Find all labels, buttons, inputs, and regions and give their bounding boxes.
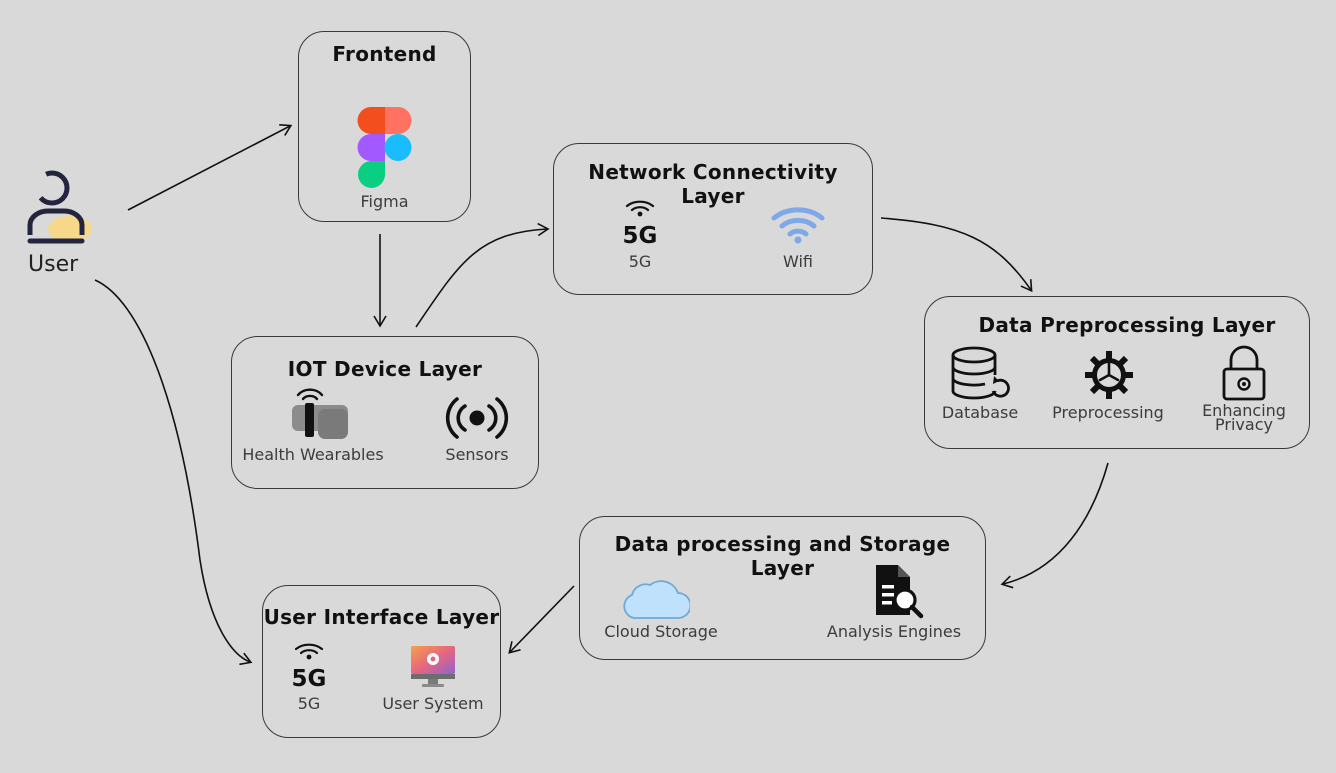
- frontend-title: Frontend: [332, 42, 437, 66]
- figma-label: Figma: [360, 192, 409, 211]
- arrow-user-to-ui: [94, 279, 253, 666]
- monitor-icon: [409, 644, 457, 688]
- arrow-iot-to-network: [415, 222, 550, 328]
- storage-title: Data processing and Storage Layer: [614, 532, 951, 580]
- analysis-engines-label: Analysis Engines: [826, 622, 962, 641]
- database-icon: [949, 345, 1013, 403]
- wifi-icon: [770, 204, 826, 244]
- 5g-icon: 5G: [620, 193, 660, 249]
- sensor-icon: [444, 395, 510, 441]
- frontend-box: Frontend Figma: [298, 31, 471, 222]
- sensors-label: Sensors: [445, 445, 509, 464]
- user-label: User: [28, 252, 79, 277]
- iot-box: IOT Device Layer Health Wearables: [231, 336, 539, 489]
- analysis-icon: [872, 563, 924, 619]
- arrow-preprocessing-to-storage: [1000, 462, 1109, 589]
- user-system-label: User System: [382, 694, 484, 713]
- storage-box: Data processing and Storage Layer Cloud …: [579, 516, 986, 660]
- preprocessing-title: Data Preprocessing Layer: [978, 313, 1276, 337]
- preprocessing-label: Preprocessing: [1052, 403, 1164, 422]
- 5g-icon: 5G: [289, 636, 329, 692]
- iot-title: IOT Device Layer: [287, 357, 483, 381]
- preprocessing-box: Data Preprocessing Layer Database: [924, 296, 1310, 449]
- database-label: Database: [941, 403, 1019, 422]
- 5g-label: 5G: [628, 252, 652, 271]
- health-wearable-icon: [290, 385, 352, 441]
- gear-icon: [1083, 349, 1135, 401]
- arrow-user-to-frontend: [127, 124, 293, 211]
- 5g-label: 5G: [297, 694, 321, 713]
- svg-text:5G: 5G: [623, 223, 658, 245]
- wifi-label: Wifi: [783, 252, 813, 271]
- user-interface-title: User Interface Layer: [263, 605, 500, 629]
- cloud-storage-label: Cloud Storage: [604, 622, 718, 641]
- privacy-label: Privacy: [1215, 415, 1273, 434]
- network-title: Network Connectivity Layer: [588, 160, 838, 208]
- svg-text:5G: 5G: [292, 666, 327, 688]
- health-wearables-label: Health Wearables: [242, 445, 384, 464]
- cloud-icon: [620, 575, 692, 621]
- arrow-network-to-preprocessing: [880, 217, 1033, 293]
- user-icon: [22, 165, 92, 249]
- user-interface-box: User Interface Layer 5G 5G: [262, 585, 501, 738]
- figma-icon: [357, 107, 413, 189]
- network-box: Network Connectivity Layer 5G 5G: [553, 143, 873, 295]
- enhancing-label: Enhancing: [1202, 401, 1286, 420]
- arrow-storage-to-ui: [508, 585, 575, 654]
- lock-icon: [1221, 345, 1267, 401]
